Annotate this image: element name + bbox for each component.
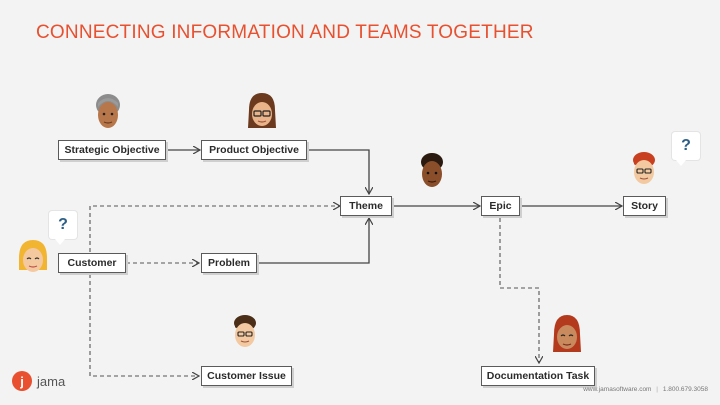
question-mark-icon-story: ? <box>672 132 700 166</box>
slide-title: CONNECTING INFORMATION AND TEAMS TOGETHE… <box>36 22 534 43</box>
node-label: Customer Issue <box>207 370 286 382</box>
person-avatar-icon-strategic <box>96 94 120 128</box>
footer-contact: www.jamasoftware.com | 1.800.679.3058 <box>583 386 708 393</box>
node-label: Strategic Objective <box>64 144 160 156</box>
node-theme[interactable]: Theme <box>340 196 392 216</box>
node-label: Story <box>631 200 658 212</box>
person-avatar-icon-customer <box>19 240 47 272</box>
node-product-objective[interactable]: Product Objective <box>201 140 307 160</box>
jama-logo[interactable]: j jama <box>12 371 65 391</box>
node-epic[interactable]: Epic <box>481 196 520 216</box>
edge-epic-to-documentation <box>499 218 539 363</box>
person-avatar-icon-customer-issue <box>234 315 256 347</box>
question-mark-icon-customer: ? <box>49 211 77 245</box>
node-customer-issue[interactable]: Customer Issue <box>201 366 292 386</box>
jama-logo-icon: j <box>12 371 32 391</box>
node-strategic-objective[interactable]: Strategic Objective <box>58 140 166 160</box>
node-problem[interactable]: Problem <box>201 253 257 273</box>
node-label: Problem <box>207 257 250 269</box>
person-avatar-icon-story <box>633 152 655 184</box>
edge-customer-to-theme <box>89 206 340 252</box>
person-avatar-icon-documentation <box>553 315 581 352</box>
footer-phone: 1.800.679.3058 <box>662 386 708 393</box>
node-story[interactable]: Story <box>623 196 666 216</box>
node-label: Product Objective <box>209 144 299 156</box>
footer-separator: | <box>656 386 658 393</box>
node-customer[interactable]: Customer <box>58 253 126 273</box>
edge-product-to-theme <box>307 149 369 194</box>
logo-wordmark: jama <box>37 373 66 389</box>
person-avatar-icon-theme <box>421 153 443 187</box>
question-mark: ? <box>58 216 68 233</box>
question-mark: ? <box>681 137 691 154</box>
edge-problem-to-theme <box>257 218 369 264</box>
node-documentation-task[interactable]: Documentation Task <box>481 366 595 386</box>
node-label: Theme <box>349 200 383 212</box>
person-avatar-icon-product <box>248 93 276 128</box>
node-label: Customer <box>67 257 117 269</box>
node-label: Documentation Task <box>486 370 590 382</box>
footer-website[interactable]: www.jamasoftware.com <box>583 386 652 393</box>
edge-customer-to-issue <box>89 274 199 376</box>
node-label: Epic <box>489 200 512 212</box>
